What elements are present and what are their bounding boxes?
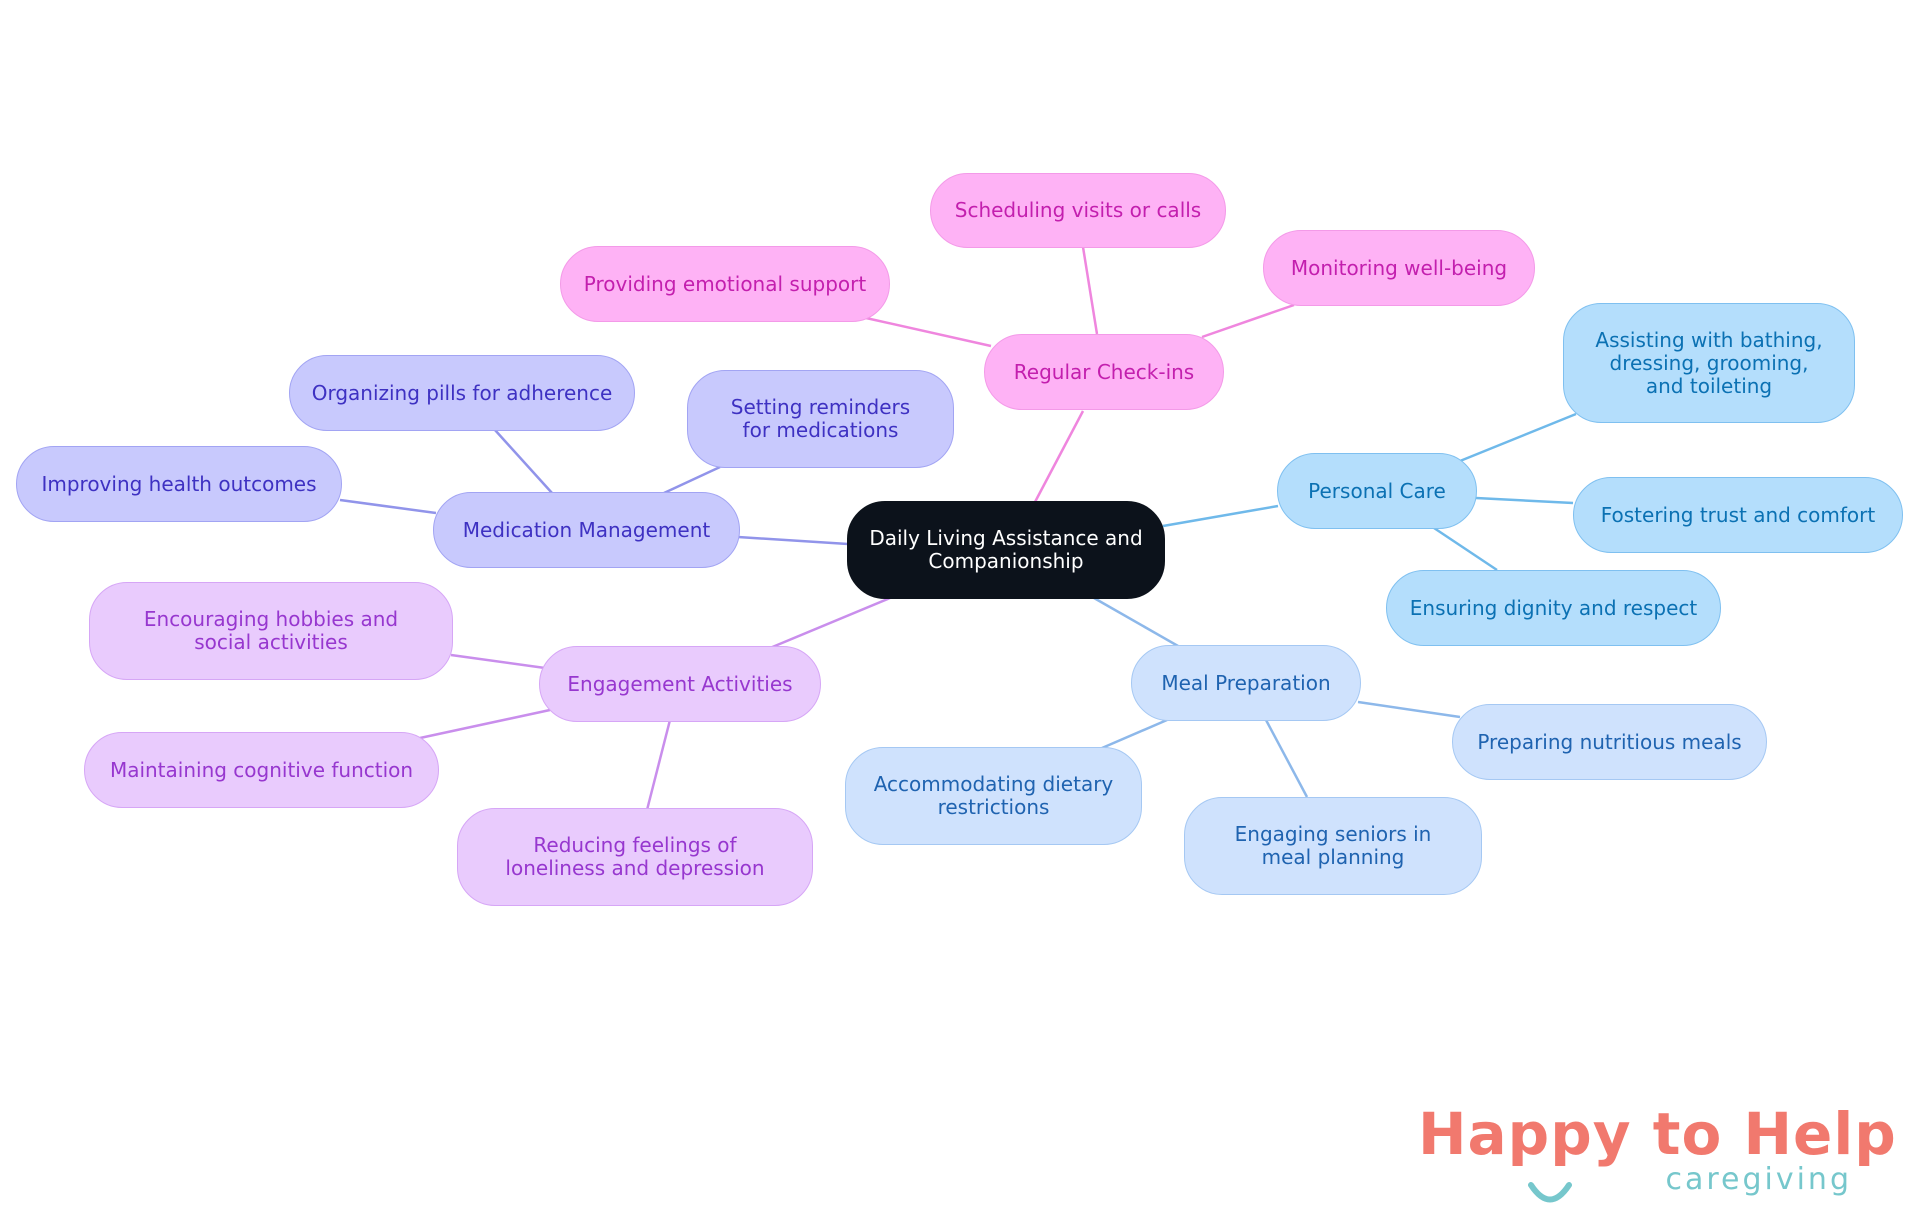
branch-meal-preparation-label: Meal Preparation bbox=[1161, 670, 1331, 695]
happy-to-help-logo: Happy to Help caregiving bbox=[1418, 1100, 1896, 1205]
branch-meal-preparation: Meal Preparation bbox=[1131, 645, 1361, 721]
edge-checkins-monitoring bbox=[1201, 303, 1295, 339]
leaf-maintaining-cognitive-label: Maintaining cognitive function bbox=[109, 757, 414, 782]
leaf-monitoring-well-being-label: Monitoring well-being bbox=[1290, 255, 1508, 280]
leaf-accommodating-dietary-label: Accommodating dietary restrictions bbox=[873, 772, 1114, 819]
edge-checkins-emotional bbox=[865, 316, 992, 348]
leaf-fostering-trust: Fostering trust and comfort bbox=[1573, 477, 1903, 553]
smile-icon bbox=[1528, 1182, 1572, 1203]
leaf-engaging-seniors: Engaging seniors in meal planning bbox=[1184, 797, 1482, 895]
center-node-label: Daily Living Assistance and Companionshi… bbox=[869, 526, 1143, 573]
leaf-preparing-nutritious: Preparing nutritious meals bbox=[1452, 704, 1767, 780]
edge-center-meal bbox=[1093, 596, 1179, 648]
leaf-reducing-loneliness: Reducing feelings of loneliness and depr… bbox=[457, 808, 813, 906]
edge-medication-health bbox=[339, 498, 437, 515]
leaf-preparing-nutritious-label: Preparing nutritious meals bbox=[1477, 729, 1742, 754]
edge-checkins-scheduling bbox=[1081, 246, 1099, 335]
branch-medication-management: Medication Management bbox=[433, 492, 740, 568]
edge-meal-planning bbox=[1264, 719, 1309, 798]
logo-tagline: caregiving bbox=[1665, 1162, 1852, 1197]
edge-center-checkins bbox=[1033, 410, 1085, 503]
leaf-improving-health-label: Improving health outcomes bbox=[41, 471, 317, 496]
edge-personal-dignity bbox=[1433, 526, 1498, 572]
leaf-emotional-support: Providing emotional support bbox=[560, 246, 890, 322]
logo-wordmark: Happy to Help bbox=[1418, 1100, 1897, 1168]
leaf-ensuring-dignity-label: Ensuring dignity and respect bbox=[1409, 595, 1698, 620]
edge-center-medication bbox=[737, 535, 849, 546]
leaf-emotional-support-label: Providing emotional support bbox=[583, 271, 867, 296]
edge-meal-nutritious bbox=[1357, 700, 1461, 719]
leaf-scheduling-visits-label: Scheduling visits or calls bbox=[954, 198, 1202, 222]
leaf-ensuring-dignity: Ensuring dignity and respect bbox=[1386, 570, 1721, 646]
branch-personal-care: Personal Care bbox=[1277, 453, 1477, 529]
leaf-setting-reminders: Setting reminders for medications bbox=[687, 370, 954, 468]
leaf-encouraging-hobbies: Encouraging hobbies and social activitie… bbox=[89, 582, 453, 680]
leaf-accommodating-dietary: Accommodating dietary restrictions bbox=[845, 747, 1142, 845]
leaf-encouraging-hobbies-label: Encouraging hobbies and social activitie… bbox=[143, 607, 399, 654]
leaf-improving-health: Improving health outcomes bbox=[16, 446, 342, 522]
leaf-organizing-pills-label: Organizing pills for adherence bbox=[311, 380, 613, 405]
leaf-assisting-bathing: Assisting with bathing, dressing, groomi… bbox=[1563, 303, 1855, 423]
branch-medication-management-label: Medication Management bbox=[462, 517, 711, 542]
edge-meal-dietary bbox=[1101, 718, 1168, 750]
leaf-maintaining-cognitive: Maintaining cognitive function bbox=[84, 732, 439, 808]
edge-engagement-cognitive bbox=[419, 708, 551, 740]
branch-regular-check-ins-label: Regular Check-ins bbox=[1013, 359, 1195, 384]
leaf-setting-reminders-label: Setting reminders for medications bbox=[730, 395, 911, 442]
branch-engagement-activities-label: Engagement Activities bbox=[567, 671, 793, 696]
leaf-scheduling-visits: Scheduling visits or calls bbox=[930, 173, 1226, 248]
edge-medication-reminders bbox=[663, 465, 721, 495]
branch-regular-check-ins: Regular Check-ins bbox=[984, 334, 1224, 410]
leaf-organizing-pills: Organizing pills for adherence bbox=[289, 355, 635, 431]
center-node: Daily Living Assistance and Companionshi… bbox=[847, 501, 1165, 599]
leaf-engaging-seniors-label: Engaging seniors in meal planning bbox=[1234, 822, 1432, 869]
branch-personal-care-label: Personal Care bbox=[1308, 478, 1446, 503]
branch-engagement-activities: Engagement Activities bbox=[539, 646, 821, 722]
edge-center-engagement bbox=[769, 596, 891, 650]
leaf-fostering-trust-label: Fostering trust and comfort bbox=[1600, 502, 1876, 527]
edge-personal-bathing bbox=[1459, 412, 1577, 463]
edge-center-personal bbox=[1162, 504, 1279, 528]
edge-engagement-loneliness bbox=[645, 719, 672, 811]
edge-medication-organizing bbox=[494, 429, 553, 494]
leaf-monitoring-well-being: Monitoring well-being bbox=[1263, 230, 1535, 306]
edge-personal-trust bbox=[1475, 496, 1574, 505]
edge-engagement-hobbies bbox=[450, 653, 546, 670]
leaf-assisting-bathing-label: Assisting with bathing, dressing, groomi… bbox=[1595, 327, 1823, 398]
leaf-reducing-loneliness-label: Reducing feelings of loneliness and depr… bbox=[505, 833, 765, 880]
